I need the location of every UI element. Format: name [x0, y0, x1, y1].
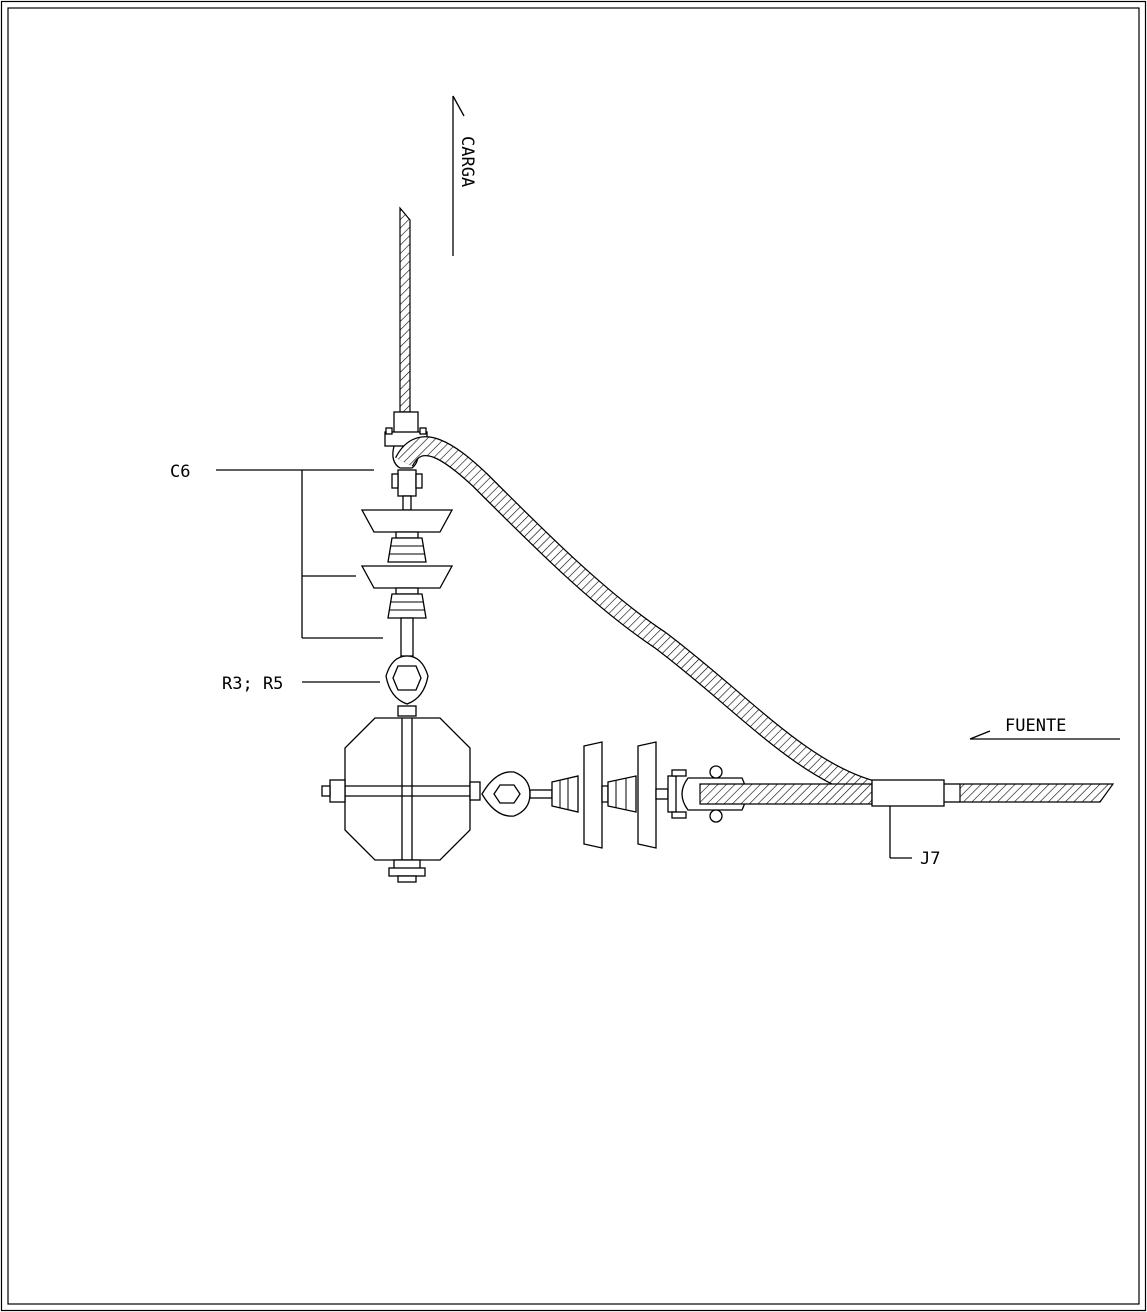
carga-label: CARGA — [457, 136, 477, 187]
load-conductor — [399, 206, 411, 413]
j7-callout: J7 — [889, 806, 940, 869]
inner-frame — [7, 7, 1140, 1305]
pole-octagon — [321, 717, 481, 883]
c6-callout: C6 — [170, 462, 383, 639]
carga-callout: CARGA — [452, 95, 477, 256]
fuente-label: FUENTE — [1005, 716, 1066, 736]
c6-label: C6 — [170, 462, 190, 482]
r3r5-callout: R3; R5 — [222, 674, 380, 694]
source-conductor — [699, 779, 1115, 807]
jumper-conductor — [395, 436, 875, 800]
r3r5-label: R3; R5 — [222, 674, 283, 694]
j7-label: J7 — [920, 849, 940, 869]
splice-sleeve-j7 — [871, 779, 945, 807]
vertical-insulator-string — [360, 509, 454, 657]
fuente-callout: FUENTE — [969, 716, 1120, 740]
horizontal-insulator-string — [481, 741, 669, 849]
socket-eye — [385, 655, 429, 717]
